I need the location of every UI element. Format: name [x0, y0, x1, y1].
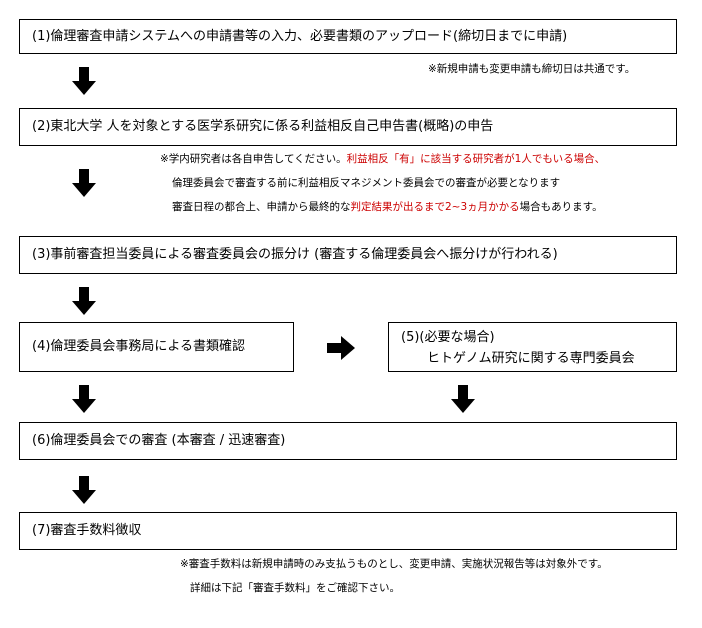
note-coi-self-report: ※学内研究者は各自申告してください。 — [160, 153, 347, 165]
step-5-label-1: (5)(必要な場合) — [401, 330, 495, 345]
step-1-label: (1)倫理審査申請システムへの申請書等の入力、必要書類のアップロード(締切日まで… — [32, 29, 568, 44]
note-fee-line2: 詳細は下記「審査手数料」をご確認下さい。 — [190, 582, 400, 594]
arrow-down-icon — [72, 385, 96, 413]
arrow-down-icon — [72, 67, 96, 95]
arrow-down-icon — [72, 287, 96, 315]
note-coi-line2: 倫理委員会で審査する前に利益相反マネジメント委員会での審査が必要となります — [172, 177, 561, 189]
step-4-box: (4)倫理委員会事務局による書類確認 — [19, 322, 294, 372]
step-3-box: (3)事前審査担当委員による審査委員会の振分け (審査する倫理委員会へ振分けが行… — [19, 236, 677, 274]
step-6-box: (6)倫理委員会での審査 (本審査 / 迅速審査) — [19, 422, 677, 460]
step-4-label: (4)倫理委員会事務局による書類確認 — [32, 339, 246, 354]
note-schedule-period: 判定結果が出るまで2~3ヵ月かかる — [350, 201, 520, 213]
step-5-label-2: ヒトゲノム研究に関する専門委員会 — [427, 351, 635, 366]
note-schedule-b: 場合もあります。 — [519, 201, 603, 213]
step-5-box: (5)(必要な場合) ヒトゲノム研究に関する専門委員会 — [388, 322, 677, 372]
step-7-box: (7)審査手数料徴収 — [19, 512, 677, 550]
arrow-down-icon — [451, 385, 475, 413]
note-schedule-a: 審査日程の都合上、申請から最終的な — [172, 201, 351, 213]
note-fee-line1: ※審査手数料は新規申請時のみ支払うものとし、変更申請、実施状況報告等は対象外です… — [180, 558, 608, 570]
step-1-box: (1)倫理審査申請システムへの申請書等の入力、必要書類のアップロード(締切日まで… — [19, 19, 677, 54]
arrow-down-icon — [72, 476, 96, 504]
note-coi-warning: 利益相反「有」に該当する研究者が1人でもいる場合、 — [346, 153, 606, 165]
note-coi-line1: ※学内研究者は各自申告してください。利益相反「有」に該当する研究者が1人でもいる… — [160, 152, 605, 166]
step-2-box: (2)東北大学 人を対象とする医学系研究に係る利益相反自己申告書(概略)の申告 — [19, 108, 677, 146]
step-7-label: (7)審査手数料徴収 — [32, 523, 142, 538]
step-3-label: (3)事前審査担当委員による審査委員会の振分け (審査する倫理委員会へ振分けが行… — [32, 247, 558, 262]
note-deadline: ※新規申請も変更申請も締切日は共通です。 — [428, 63, 636, 75]
arrow-down-icon — [72, 169, 96, 197]
arrow-right-icon — [327, 336, 355, 360]
step-6-label: (6)倫理委員会での審査 (本審査 / 迅速審査) — [32, 433, 286, 448]
note-coi-line3: 審査日程の都合上、申請から最終的な判定結果が出るまで2~3ヵ月かかる場合もありま… — [172, 200, 603, 214]
step-2-label: (2)東北大学 人を対象とする医学系研究に係る利益相反自己申告書(概略)の申告 — [32, 119, 494, 134]
